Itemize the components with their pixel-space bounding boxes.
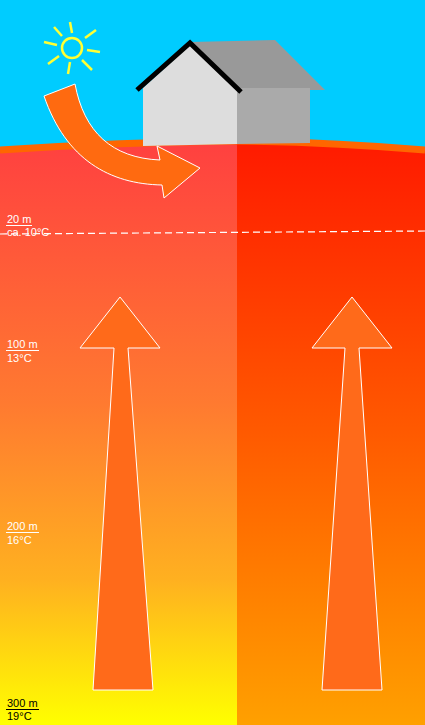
house-gable-edge [137,43,241,92]
temperature-label: 13°C [6,352,33,364]
depth-20m-line [0,231,425,234]
temperature-label: 16°C [6,534,33,546]
depth-label: 100 m [6,338,39,351]
house-front-wall [143,45,237,146]
depth-label: 200 m [6,520,39,533]
house-side-wall [237,88,310,144]
ground-right [0,141,425,725]
depth-label: 300 m [6,697,39,710]
solar-heat-arrow [44,84,200,198]
earth-heat-arrow [80,297,160,690]
earth-heat-arrow [312,297,392,690]
depth-label: 20 m [6,213,32,226]
ground-left [0,141,237,725]
sun [44,22,100,74]
temperature-label: 19°C [6,710,33,722]
temperature-label: ca. 10°C [6,226,50,238]
